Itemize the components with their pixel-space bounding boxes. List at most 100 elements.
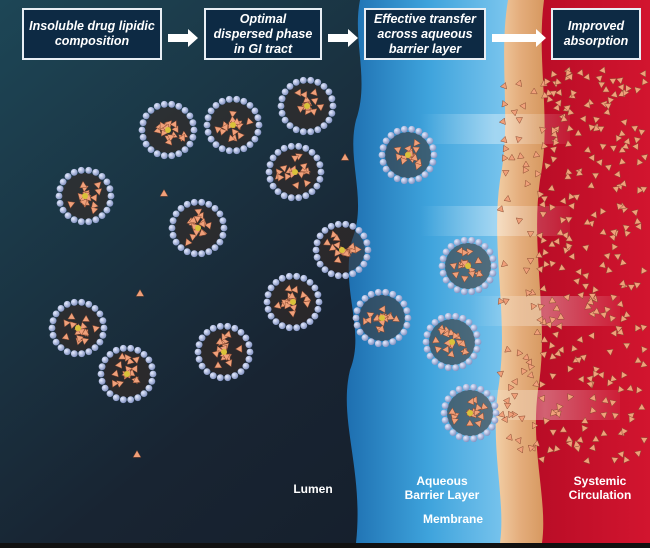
- micelle-bead: [119, 396, 127, 404]
- micelle-bead: [98, 377, 106, 385]
- free-drug-triangle: [132, 449, 142, 458]
- micelle-bead: [477, 433, 485, 441]
- absorbed-drug-triangle: [535, 232, 544, 240]
- micelle-bead: [59, 178, 67, 186]
- drug-triangle: [289, 304, 298, 312]
- micelle-bead: [237, 329, 245, 336]
- absorbed-drug-triangle: [540, 335, 549, 343]
- micelle: [263, 272, 323, 332]
- micelle-bead: [292, 78, 300, 86]
- micelle-center: [304, 103, 310, 109]
- free-drug-triangle: [135, 288, 145, 297]
- absorbed-drug-triangle: [615, 77, 624, 85]
- absorbed-drug-triangle: [597, 371, 605, 380]
- absorbed-drug-triangle: [581, 283, 590, 291]
- micelle-bead: [470, 352, 478, 360]
- micelle-bead: [364, 246, 372, 254]
- absorbed-drug-triangle: [601, 396, 609, 404]
- drug-triangle: [211, 350, 220, 359]
- absorbed-drug-triangle: [617, 450, 625, 459]
- micelle-bead: [306, 279, 314, 286]
- micelle-bead: [361, 295, 369, 302]
- drug-triangle: [198, 228, 207, 237]
- micelle-center: [449, 339, 455, 345]
- drug-triangle: [204, 221, 212, 230]
- micelle-bead: [134, 346, 142, 354]
- membrane-drug-triangle: [530, 87, 538, 95]
- drug-triangle: [449, 262, 458, 271]
- micelle-bead: [475, 238, 483, 246]
- drug-triangle: [177, 133, 186, 143]
- micelle-bead: [91, 305, 99, 312]
- drug-triangle: [302, 95, 311, 103]
- micelle-bead: [172, 210, 180, 218]
- absorbed-drug-triangle: [559, 425, 568, 433]
- micelle-bead: [198, 250, 206, 258]
- absorbed-drug-triangle: [621, 427, 629, 436]
- micelle-bead: [314, 78, 322, 86]
- absorbed-drug-triangle: [628, 415, 636, 424]
- micelle-bead: [453, 286, 461, 294]
- drug-triangle: [67, 201, 76, 209]
- micelle-bead: [218, 97, 226, 105]
- absorbed-drug-triangle: [576, 68, 584, 77]
- absorbed-drug-triangle: [558, 263, 567, 271]
- drug-triangle: [376, 324, 385, 333]
- micelle-bead: [328, 109, 336, 117]
- micelle-bead: [306, 318, 314, 325]
- micelle-bead: [452, 364, 460, 372]
- absorbed-drug-triangle: [565, 242, 573, 251]
- micelle-bead: [426, 324, 434, 332]
- micelle-bead: [329, 102, 337, 110]
- micelle-bead: [112, 346, 120, 354]
- micelle-bead: [429, 144, 437, 152]
- micelle-center: [165, 127, 171, 133]
- micelle-bead: [246, 348, 254, 356]
- absorbed-drug-triangle: [541, 141, 549, 150]
- membrane-drug-triangle: [532, 150, 541, 158]
- absorbed-drug-triangle: [598, 66, 606, 74]
- micelle-bead: [101, 384, 109, 392]
- drug-triangle: [118, 352, 127, 360]
- membrane-label: Membrane: [422, 512, 484, 526]
- micelle: [378, 125, 438, 185]
- micelle-bead: [311, 284, 319, 292]
- micelle-bead: [426, 352, 434, 360]
- micelle-bead: [404, 314, 412, 322]
- micelle-bead: [311, 312, 319, 320]
- absorbed-drug-triangle: [608, 233, 617, 242]
- absorbed-drug-triangle: [568, 192, 576, 201]
- absorbed-drug-triangle: [634, 324, 642, 333]
- drug-triangle: [446, 349, 455, 358]
- micelle-bead: [325, 116, 333, 124]
- absorbed-drug-triangle: [536, 265, 544, 274]
- absorbed-drug-triangle: [599, 411, 608, 420]
- absorbed-drug-triangle: [565, 234, 574, 242]
- micelle-bead: [379, 144, 387, 152]
- step-effective-transfer: Effective transfer across aqueous barrie…: [364, 8, 486, 60]
- absorbed-drug-triangle: [574, 356, 583, 364]
- drug-triangle: [303, 179, 312, 188]
- membrane-drug-triangle: [503, 194, 511, 202]
- micelle-bead: [209, 324, 217, 332]
- micelle-bead: [444, 364, 452, 372]
- membrane-drug-triangle: [521, 367, 528, 376]
- micelle-bead: [442, 276, 450, 284]
- micelle-bead: [486, 248, 494, 256]
- micelle-bead: [437, 362, 445, 370]
- absorbed-drug-triangle: [566, 124, 575, 132]
- micelle-bead: [444, 312, 452, 320]
- micelle-bead: [78, 350, 86, 358]
- micelle-bead: [486, 276, 494, 284]
- drug-triangle: [393, 146, 402, 155]
- micelle-bead: [280, 144, 288, 152]
- drug-triangle: [467, 270, 476, 279]
- micelle-bead: [285, 272, 293, 280]
- membrane-drug-triangle: [516, 349, 524, 357]
- drug-triangle: [90, 200, 99, 209]
- drug-triangle: [466, 397, 475, 406]
- absorbed-drug-triangle: [546, 95, 554, 103]
- absorbed-drug-triangle: [641, 345, 649, 354]
- micelle-bead: [142, 140, 150, 148]
- micelle-bead: [360, 232, 368, 240]
